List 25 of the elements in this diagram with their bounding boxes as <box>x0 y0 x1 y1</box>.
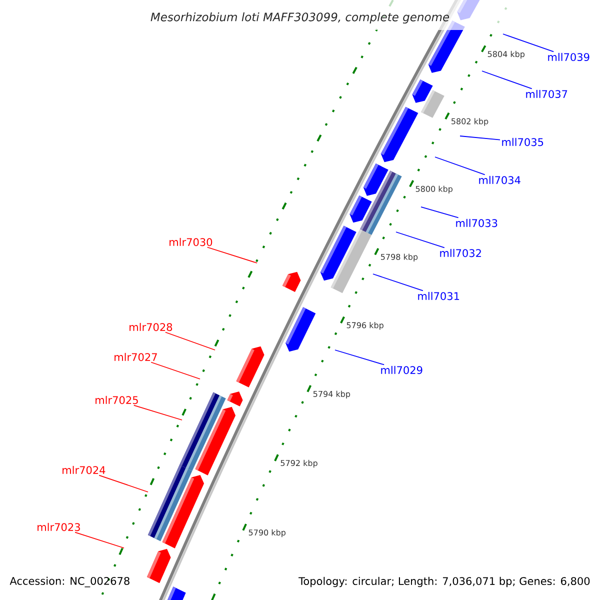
scale-label: 5792 kbp <box>280 460 318 468</box>
scale-label: 5800 kbp <box>416 186 452 194</box>
gene-label: mlr7023 <box>38 522 80 532</box>
scale-label: 5802 kbp <box>452 118 488 126</box>
gene-label: mll7033 <box>456 218 498 228</box>
gene-label: mlr7030 <box>170 238 212 246</box>
gene-label: mll7039 <box>548 52 590 62</box>
accession-text: Accession: NC_002678 <box>10 576 130 588</box>
scale-label: 5796 kbp <box>346 322 384 330</box>
gene-label: mlr7028 <box>130 322 172 332</box>
gene-label: mll7031 <box>418 292 460 300</box>
gene-label: mll7029 <box>381 366 422 374</box>
title: Mesorhizobium loti MAFF303099, complete genome <box>150 12 450 24</box>
scale-label: 5804 kbp <box>488 50 525 59</box>
gene-label: mlr7027 <box>114 352 157 362</box>
gene-label: mlr7024 <box>62 466 106 474</box>
gene-label: mll7034 <box>479 176 520 184</box>
genome-info-text: Topology: circular; Length: 7,036,071 bp; Genes: 6,800 <box>298 576 590 588</box>
scale-label: 5794 kbp <box>313 390 350 399</box>
gene-label: mll7035 <box>502 138 544 146</box>
gene-label: mlr7025 <box>96 396 138 404</box>
gene-label: mll7032 <box>440 248 481 258</box>
gene-label: mll7037 <box>526 90 568 98</box>
scale-label: 5790 kbp <box>248 529 286 538</box>
scale-label: 5798 kbp <box>381 254 418 262</box>
